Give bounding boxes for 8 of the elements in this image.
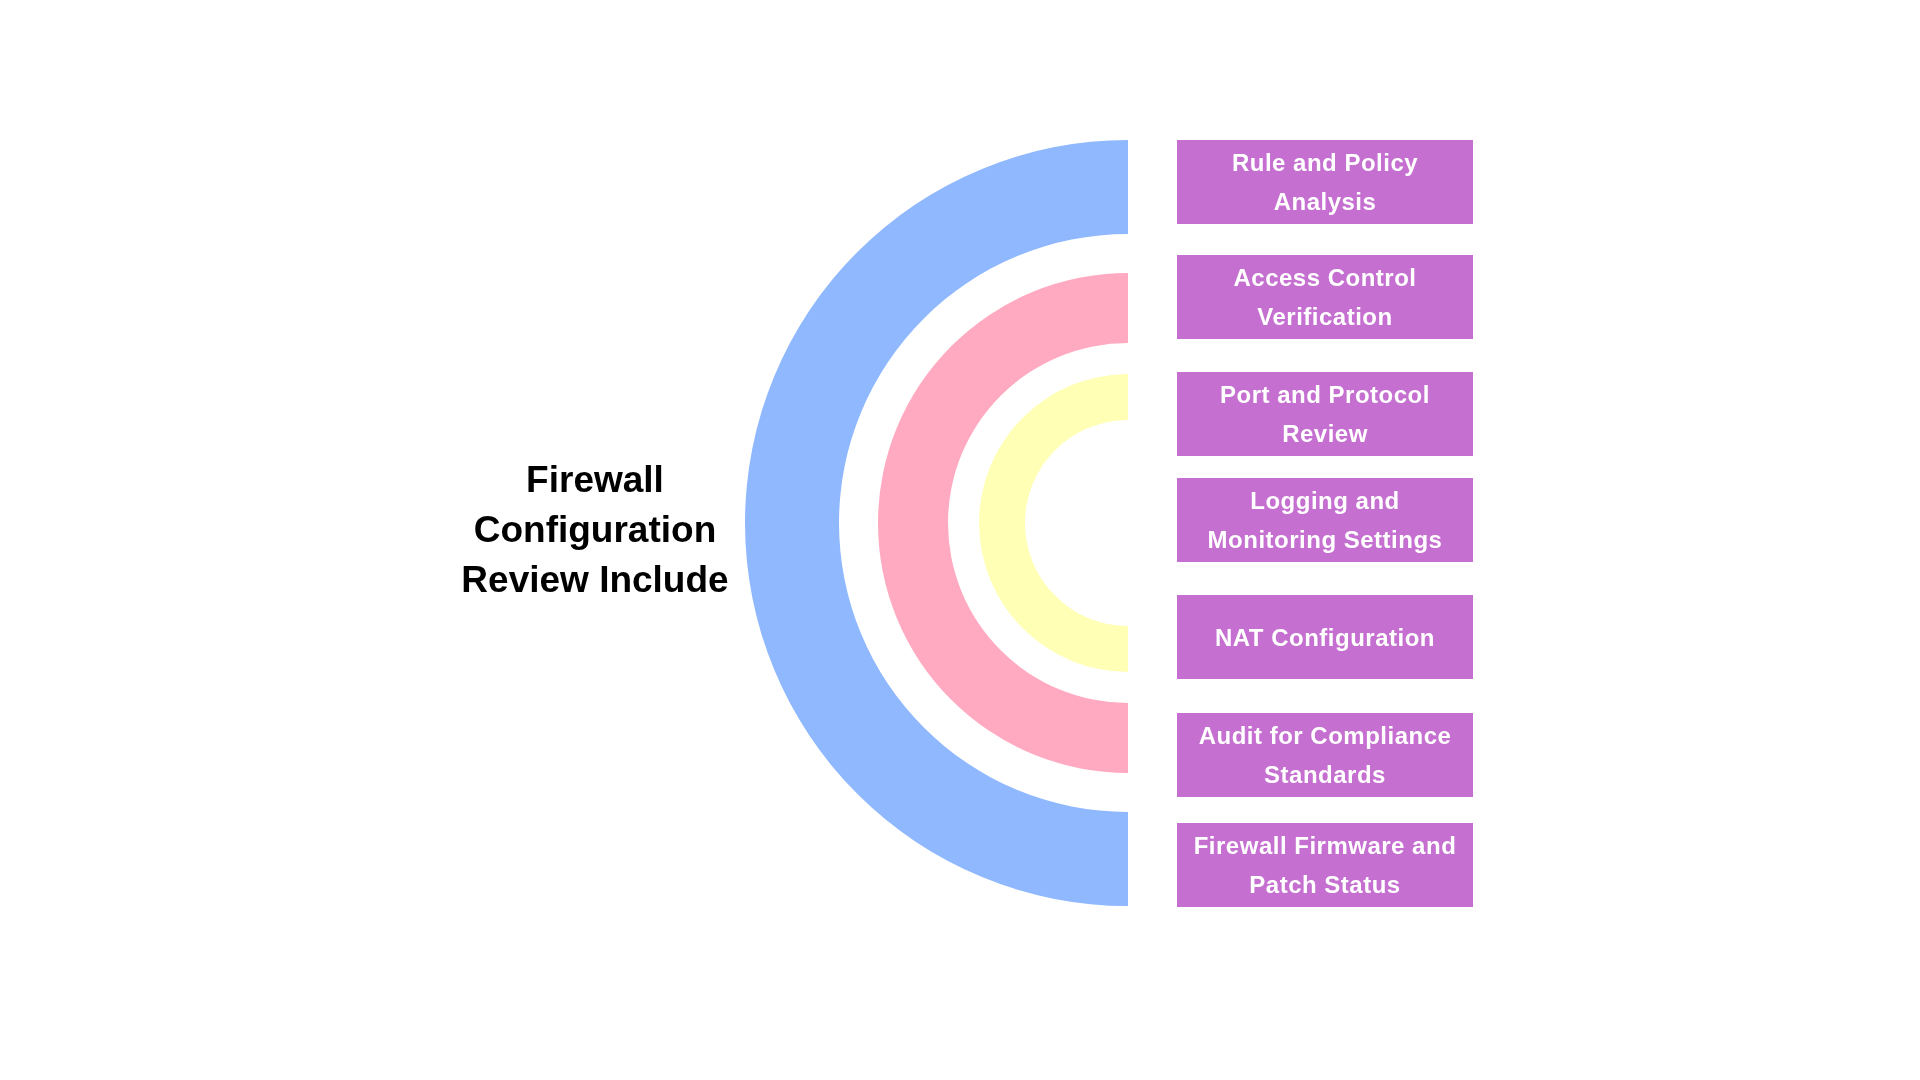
diagram-title: Firewall Configuration Review Include: [460, 458, 730, 602]
topic-box: Logging and Monitoring Settings: [1177, 478, 1473, 562]
topic-box: Audit for Compliance Standards: [1177, 713, 1473, 797]
topic-box: Firewall Firmware and Patch Status: [1177, 823, 1473, 907]
topic-box: NAT Configuration: [1177, 595, 1473, 679]
topic-box: Rule and Policy Analysis: [1177, 140, 1473, 224]
topic-box: Port and Protocol Review: [1177, 372, 1473, 456]
topic-box: Access Control Verification: [1177, 255, 1473, 339]
